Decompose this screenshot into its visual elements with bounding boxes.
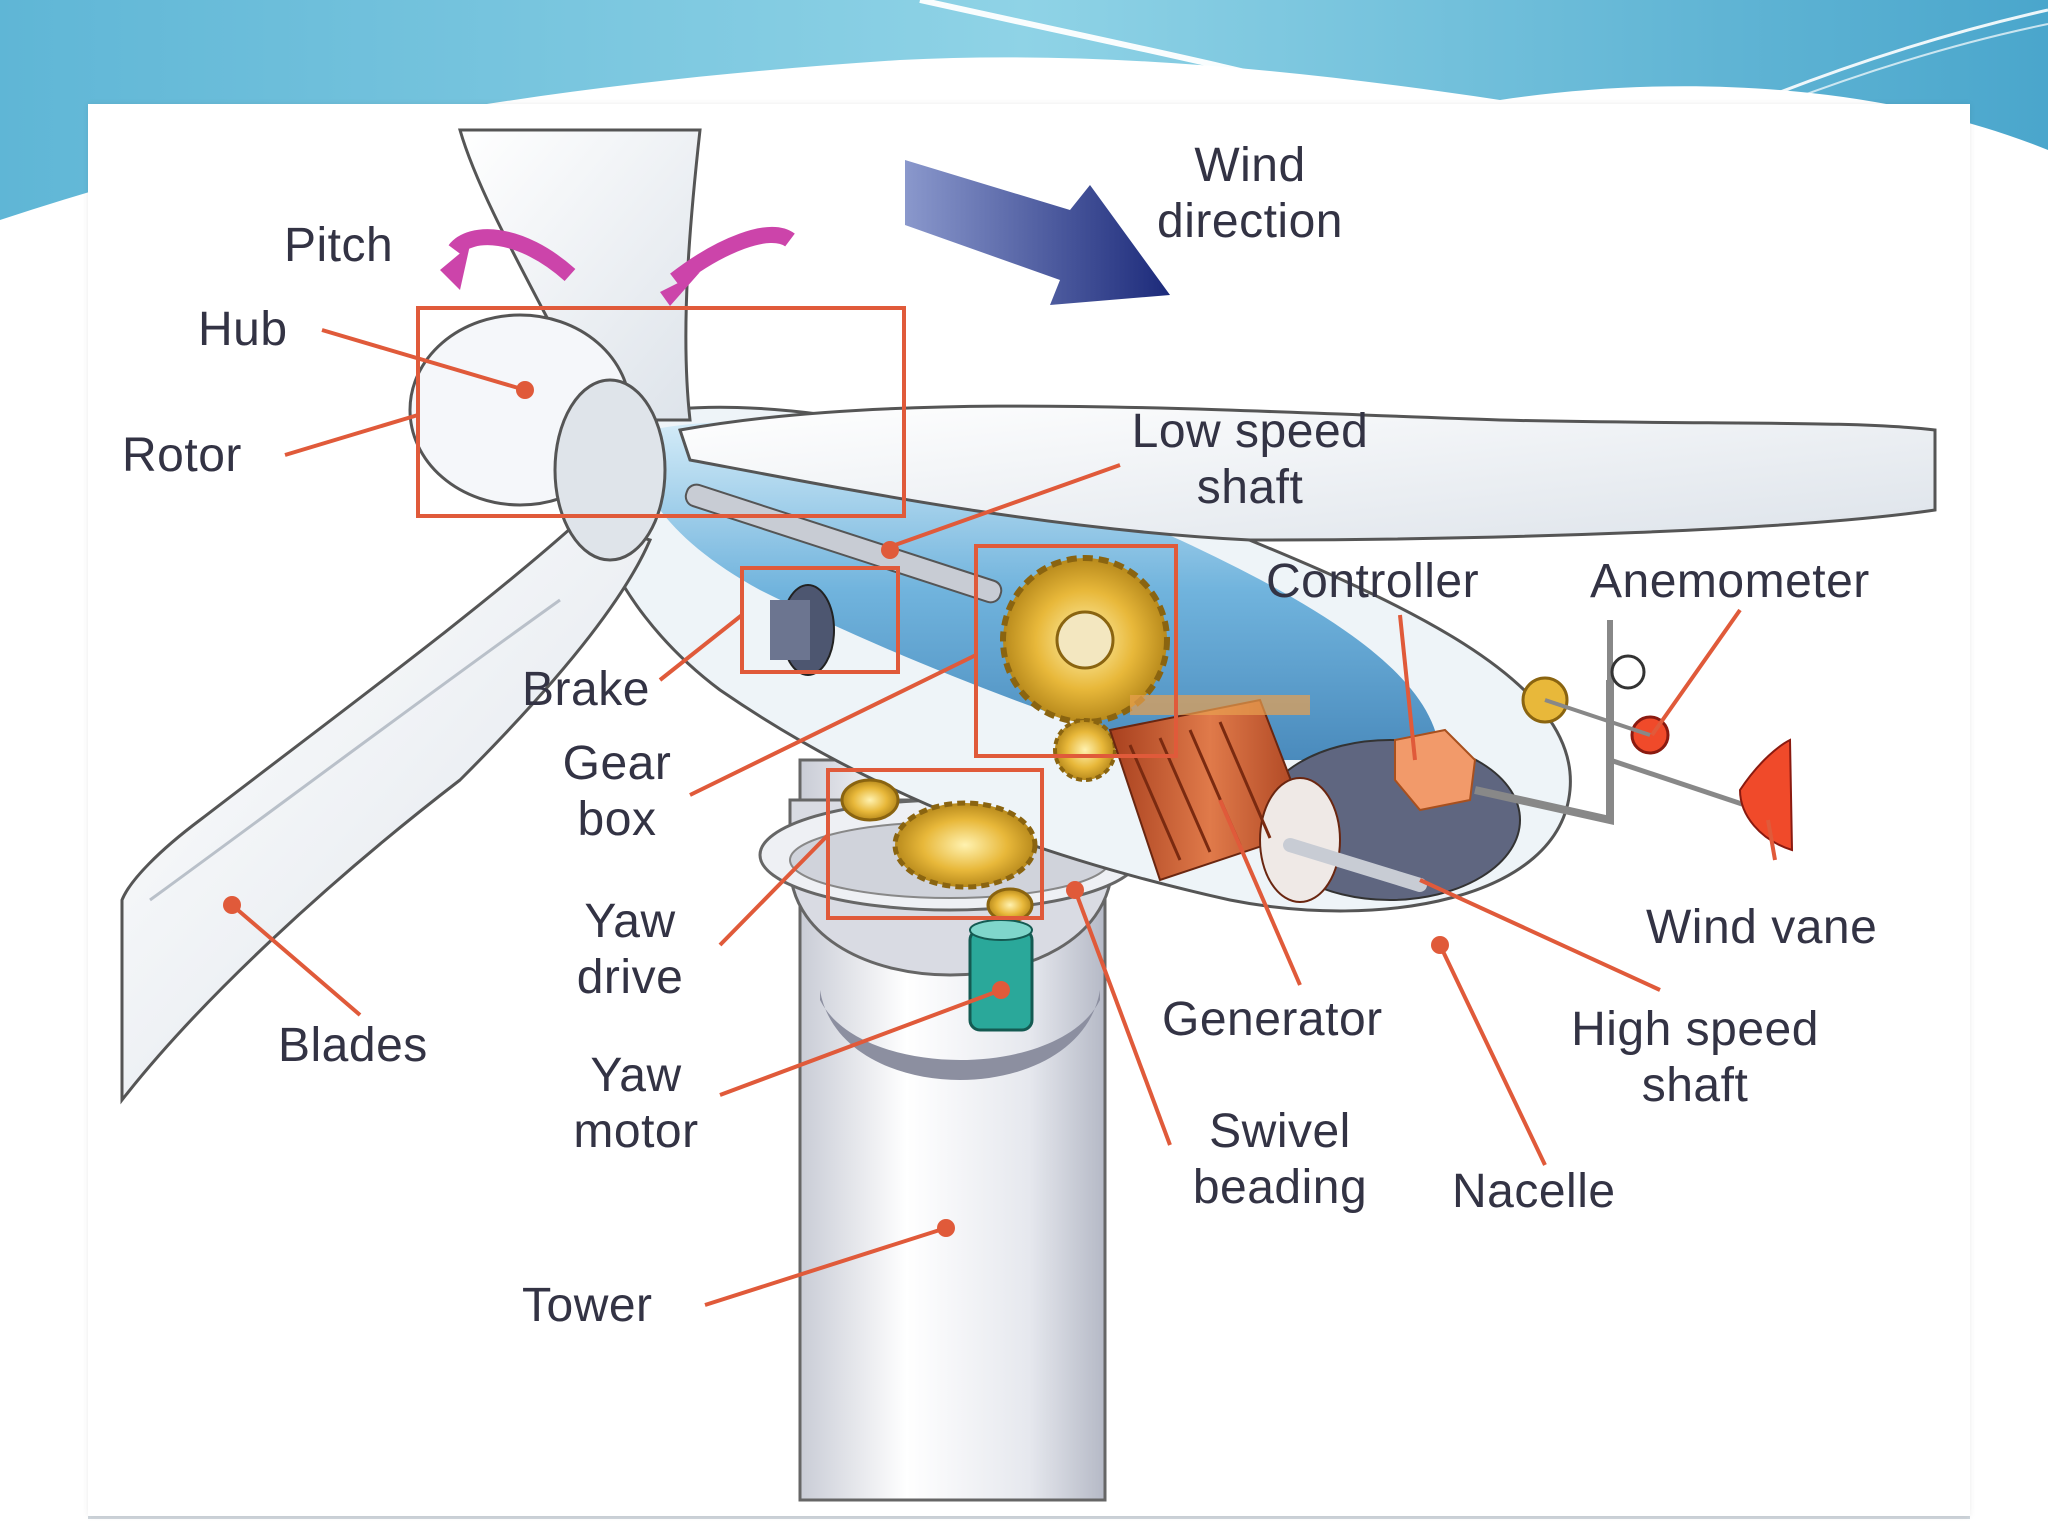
anemometer-shape: [1474, 620, 1670, 825]
gearbox-shape: [1000, 555, 1170, 782]
label-yaw-motor-line1: Yaw: [590, 1049, 682, 1102]
label-rotor: Rotor: [122, 429, 242, 482]
yaw-motor-shape: [968, 919, 1034, 1032]
rotor-highlight-box: [416, 306, 906, 518]
arrow-down-right-icon: [905, 160, 1170, 305]
wind-vane-shape: [1609, 738, 1794, 852]
label-brake: Brake: [522, 663, 650, 716]
label-nacelle: Nacelle: [1452, 1165, 1616, 1218]
curved-arrow-icon: [448, 229, 576, 282]
label-high-speed-shaft-line1: High speed: [1571, 1003, 1819, 1056]
label-yaw-drive-line1: Yaw: [584, 895, 676, 948]
label-wind-direction-line2: direction: [1157, 195, 1343, 248]
label-gear-box-line1: Gear: [562, 737, 672, 790]
label-high-speed-shaft: High speed shaft: [1530, 1002, 1860, 1114]
highlight-boxes: [416, 306, 1178, 920]
label-yaw-motor-line2: motor: [573, 1105, 699, 1158]
label-gear-box: Gear box: [532, 736, 702, 848]
label-swivel-beading: Swivel beading: [1160, 1104, 1400, 1216]
brake-highlight-box: [740, 566, 900, 674]
label-high-speed-shaft-line2: shaft: [1641, 1059, 1749, 1112]
label-wind-direction-line1: Wind: [1194, 139, 1306, 192]
curved-arrow-icon: [670, 227, 795, 287]
yaw-drive-shape: [840, 778, 1038, 923]
label-low-speed-shaft-line2: shaft: [1196, 461, 1304, 514]
brake-shape: [770, 584, 835, 676]
label-wind-direction: Wind direction: [1130, 138, 1370, 250]
label-gear-box-line2: box: [577, 793, 657, 846]
label-swivel-beading-line2: beading: [1192, 1161, 1368, 1214]
leader-lines: [230, 328, 1777, 1307]
label-low-speed-shaft-line1: Low speed: [1131, 405, 1369, 458]
blade-left: [120, 518, 653, 1105]
blade-right: [678, 404, 1937, 542]
label-tower: Tower: [522, 1279, 653, 1332]
label-swivel-beading-line1: Swivel: [1209, 1105, 1351, 1158]
label-low-speed-shaft: Low speed shaft: [1100, 404, 1400, 516]
blade-top: [458, 128, 702, 422]
label-controller: Controller: [1266, 555, 1480, 608]
label-pitch: Pitch: [284, 219, 394, 272]
label-yaw-drive: Yaw drive: [550, 894, 710, 1006]
label-blades: Blades: [278, 1019, 428, 1072]
high-speed-shaft-shape: [1283, 838, 1427, 892]
leader-dots: [223, 381, 1449, 1237]
label-anemometer: Anemometer: [1590, 555, 1870, 608]
yaw-drive-highlight-box: [826, 768, 1044, 920]
gearbox-highlight-box: [974, 544, 1178, 758]
label-generator: Generator: [1162, 993, 1383, 1046]
label-wind-vane: Wind vane: [1646, 901, 1878, 954]
label-yaw-drive-line2: drive: [576, 951, 684, 1004]
label-yaw-motor: Yaw motor: [546, 1048, 726, 1160]
pitch-arrows: [440, 227, 795, 306]
wind-direction-arrow: [905, 160, 1170, 305]
label-hub: Hub: [198, 303, 288, 356]
